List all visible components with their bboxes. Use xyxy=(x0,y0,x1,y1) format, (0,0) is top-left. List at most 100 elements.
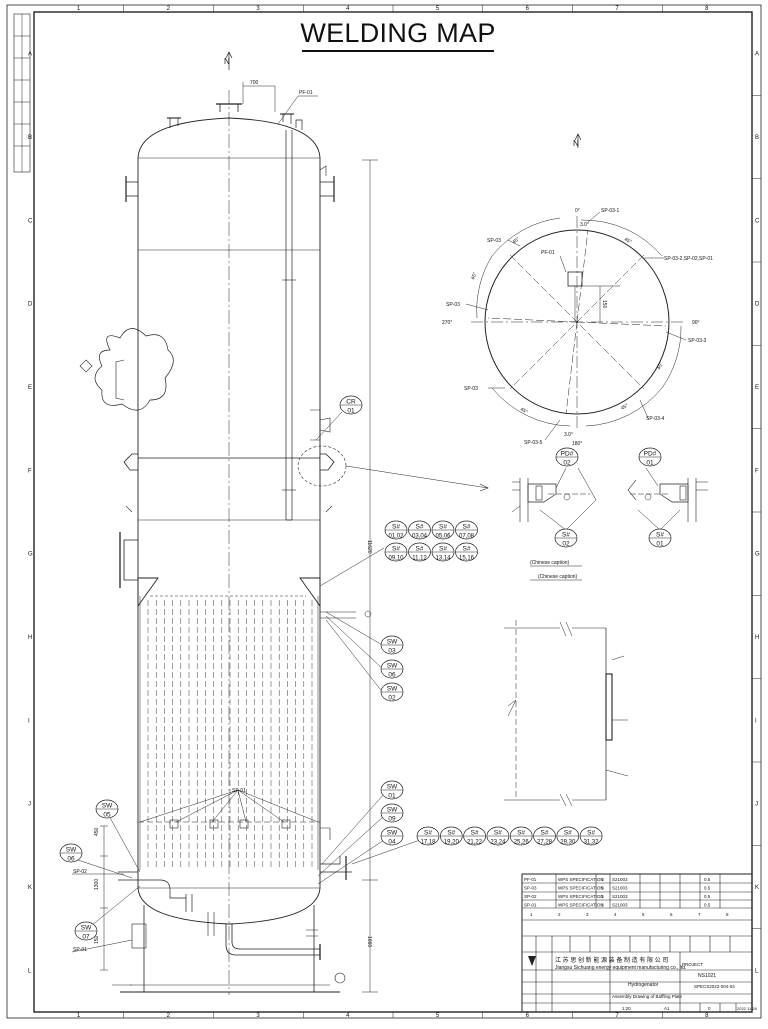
tb-row-cell: WPS SPECIFICATION xyxy=(558,903,604,908)
plan-angle-0: 0° xyxy=(575,208,580,214)
row-marker-left: L xyxy=(28,968,32,974)
row-marker-right: J xyxy=(755,802,758,808)
bubble-s-upper: S#05,06 xyxy=(431,520,455,540)
col-marker-bottom: 1 xyxy=(77,1013,81,1019)
bubble-pd-01-top: PD# xyxy=(644,451,657,458)
col-marker-top: 8 xyxy=(705,6,709,12)
bubble-sw-05-bottom: 05 xyxy=(103,812,111,819)
bubble-s-upper: S# 07,08 xyxy=(455,520,478,540)
bubble-sw-01-top: SW xyxy=(387,784,398,791)
bubble-s-01-bottom: 01 xyxy=(656,541,664,548)
weld-detail-view xyxy=(504,620,629,807)
row-marker-right: C xyxy=(755,218,760,224)
bubble-s-02-bottom: 02 xyxy=(562,541,570,548)
outer-border xyxy=(6,4,762,1019)
bubble-s-lower: S# 29,30 xyxy=(556,826,580,846)
row-marker-left: B xyxy=(28,135,32,141)
tb-company-en: Jiangsu Sichuang energy equipment manufa… xyxy=(555,965,686,971)
tb-row-cell: 0.5 xyxy=(704,903,711,908)
tb-col-number: 4 xyxy=(614,912,617,917)
bubble-s-lower-bottom: 27,28 xyxy=(537,840,553,846)
bubble-s-lower-bottom: 23,24 xyxy=(490,840,506,846)
row-marker-left: E xyxy=(28,385,32,391)
bubble-pd-01-bottom: 01 xyxy=(646,460,654,467)
tb-company-cn: 江 苏 思 创 新 能 源 装 备 制 造 有 限 公 司 xyxy=(555,956,668,964)
bubble-s-lower-bottom: 29,30 xyxy=(560,840,576,846)
bubble-sw-05-top: SW xyxy=(102,803,113,810)
row-marker-left: H xyxy=(28,635,32,641)
bubble-s-02: S#02 xyxy=(554,528,578,548)
tb-row-cell: S21003 xyxy=(612,894,628,899)
col-marker-top: 5 xyxy=(436,6,440,12)
row-marker-left: D xyxy=(28,302,33,308)
tb-drawing-name: Assembly Drawing of Baffling Plate xyxy=(612,994,682,999)
bubble-sw-06: SW 06 xyxy=(380,659,404,679)
tb-row-cell: SP-03 xyxy=(524,886,537,891)
bubble-s-upper-bottom: 05,06 xyxy=(435,534,451,540)
col-marker-top: 2 xyxy=(167,6,171,12)
tb-col-number: 6 xyxy=(670,912,673,917)
bubble-s-lower-bottom: 21,22 xyxy=(467,840,483,846)
bubble-s-lower-top: S# xyxy=(541,830,549,837)
bubble-s-lower: S#23,24 xyxy=(486,826,510,846)
col-marker-top: 7 xyxy=(615,6,619,12)
plan-tag-4: SP-03 xyxy=(446,302,460,308)
bubble-cr-01-bottom: 01 xyxy=(347,408,355,415)
tb-row-cell: SP-01 xyxy=(524,903,537,908)
row-marker-right: H xyxy=(755,635,759,641)
bubble-sw-07-bottom: 07 xyxy=(82,934,90,941)
bubble-s-upper-bottom: 07,08 xyxy=(459,534,475,540)
plan-ang-1: 3.0° xyxy=(580,222,589,228)
tb-row-cell: 0.5 xyxy=(704,886,711,891)
plan-ang-3: 45° xyxy=(511,236,521,245)
sp-tag-left-b: SP-01 xyxy=(73,947,87,953)
row-marker-right: D xyxy=(755,302,760,308)
row-marker-left: K xyxy=(28,885,32,891)
bubble-sw-04-top: SW xyxy=(387,830,398,837)
bubble-pd-02-bottom: 02 xyxy=(563,460,571,467)
tb-drawing-no: NS1021 xyxy=(698,973,716,979)
clip-detail-view xyxy=(511,467,708,581)
sp-tag-left-a: SP-02 xyxy=(73,869,87,875)
row-marker-right: F xyxy=(755,468,759,474)
plan-ang-5: 45° xyxy=(656,362,664,371)
row-marker-left: I xyxy=(28,718,30,724)
tb-row-cell: 5 xyxy=(601,886,604,891)
bubble-s-lower-top: S# xyxy=(564,830,572,837)
plan-dim-150: 150 xyxy=(601,300,607,309)
bubble-sw-05: SW 05 xyxy=(95,799,119,819)
bubble-s-lower: S#31,32 xyxy=(579,826,603,846)
north-mark-elev: N xyxy=(224,57,230,66)
title-underline xyxy=(302,50,494,52)
tb-row-cell: S21003 xyxy=(612,886,628,891)
bubble-s-upper-top: S# xyxy=(463,524,471,531)
dim-top: 700 xyxy=(250,80,259,86)
bubble-sw-06-top: SW xyxy=(387,663,398,670)
bubble-sw-03-bottom: 03 xyxy=(388,648,396,655)
bubble-s-lower-top: S# xyxy=(447,830,455,837)
row-marker-right: G xyxy=(755,552,760,558)
dim-left-c: 150 xyxy=(94,935,100,944)
dim-height: 11620 xyxy=(366,540,372,554)
col-marker-bottom: 2 xyxy=(167,1013,171,1019)
tb-row-cell: SP-02 xyxy=(524,894,537,899)
row-marker-left: J xyxy=(28,802,31,808)
tb-scale: 1:20 xyxy=(622,1006,631,1011)
revision-cloud xyxy=(94,328,174,411)
detail-caption-2: (Chinese caption) xyxy=(538,574,578,580)
plan-tag-8: SP-03-4 xyxy=(646,416,665,422)
plan-ang-8: 3.0° xyxy=(564,432,573,438)
col-marker-top: 3 xyxy=(256,6,260,12)
plan-angle-90: 90° xyxy=(692,320,700,326)
plan-ang-6: 45° xyxy=(620,403,630,412)
bubble-sw-06-bottom: 06 xyxy=(388,672,396,679)
inner-border xyxy=(33,11,753,1013)
bubble-s-upper: S#03,04 xyxy=(408,520,431,540)
tb-col-number: 3 xyxy=(586,912,589,917)
